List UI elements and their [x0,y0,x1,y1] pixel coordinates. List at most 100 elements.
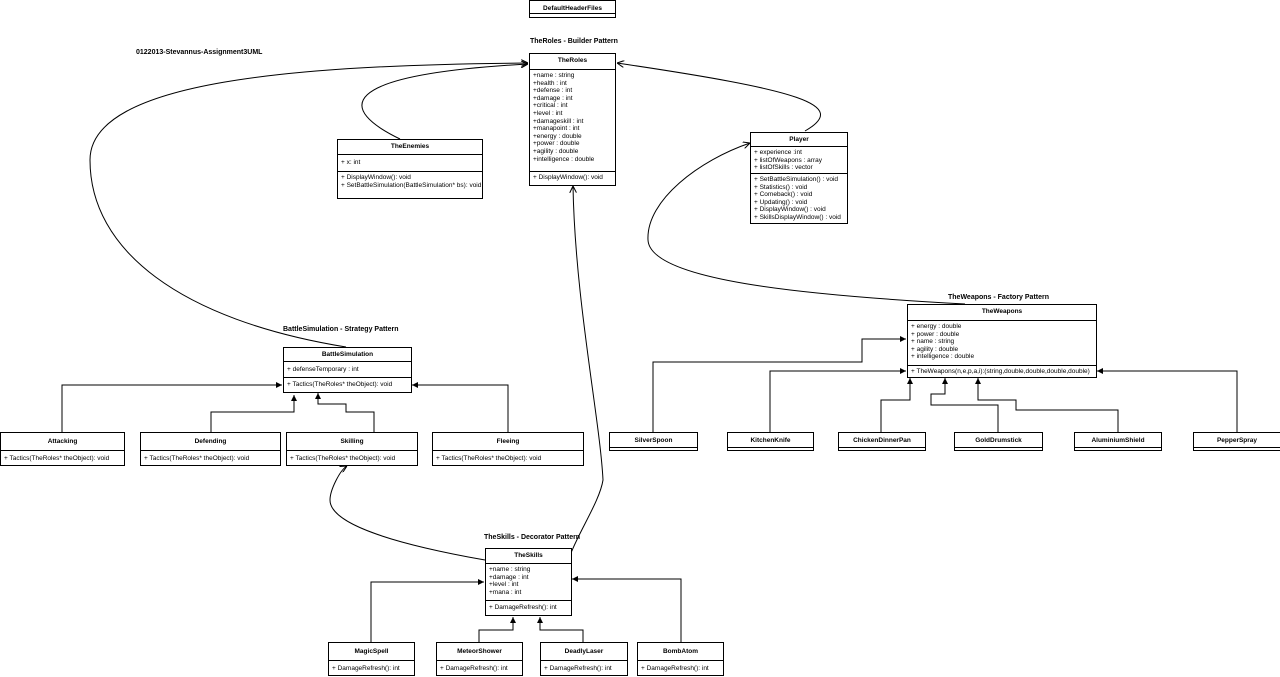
class-pepper-spray[interactable]: PepperSpray [1193,432,1280,451]
method: + DamageRefresh(): int [641,665,709,672]
class-name: TheSkills [486,549,571,564]
methods-section: + DamageRefresh(): int [638,661,723,675]
methods-section: + TheWeapons(n,e,p,a,i):(string,double,d… [908,366,1096,378]
class-name: AluminiumShield [1075,433,1161,448]
class-name: Player [751,133,847,147]
class-name: Skilling [287,433,417,451]
class-the-enemies[interactable]: TheEnemies + x: int + DisplayWindow(): v… [337,139,483,199]
roles-pattern-label: TheRoles - Builder Pattern [530,38,618,45]
class-name: Defending [141,433,280,451]
attribute: + x: int [341,159,361,166]
chickenpan-to-weapons [880,378,913,432]
attributes-section: +name : string +damage : int +level : in… [486,564,571,601]
methods-section: + DamageRefresh(): int [541,661,627,675]
methods-section: + DamageRefresh(): int [437,661,522,675]
attribute: +intelligence : double [533,155,595,163]
attribute: +level : int [533,109,563,117]
bombatom-to-skills [572,576,682,642]
player-to-roles-arrow [617,63,821,132]
attribute: +damageskill : int [533,117,584,125]
attribute: +defense : int [533,87,573,95]
class-kitchen-knife[interactable]: KitchenKnife [727,432,814,451]
battle-pattern-label: BattleSimulation - Strategy Pattern [283,326,399,333]
class-name: GoldDrumstick [955,433,1042,448]
attribute: +agility : double [533,147,579,155]
class-deadly-laser[interactable]: DeadlyLaser + DamageRefresh(): int [540,642,628,676]
method: + Tactics(TheRoles* theObject): void [436,455,542,462]
methods-section: + DamageRefresh(): int [486,601,571,614]
attribute: + name : string [911,338,955,346]
class-bomb-atom[interactable]: BombAtom + DamageRefresh(): int [637,642,724,676]
class-the-weapons[interactable]: TheWeapons + energy : double + power : d… [907,304,1097,378]
class-name: DeadlyLaser [541,643,627,661]
method: + Tactics(TheRoles* theObject): void [290,455,396,462]
class-silver-spoon[interactable]: SilverSpoon [609,432,698,451]
class-defending[interactable]: Defending + Tactics(TheRoles* theObject)… [140,432,281,466]
attribute: + listOfSkills : vector [754,164,813,172]
class-magic-spell[interactable]: MagicSpell + DamageRefresh(): int [328,642,415,676]
method: + DisplayWindow() : void [754,206,826,214]
class-meteor-shower[interactable]: MeteorShower + DamageRefresh(): int [436,642,523,676]
kitchenknife-to-weapons [769,368,906,432]
enemies-to-roles-arrow [361,64,528,140]
attribute: + agility : double [911,345,959,353]
methods-section: + Tactics(TheRoles* theObject): void [141,451,280,465]
default-header-files-box[interactable]: DefaultHeaderFiles [529,0,616,18]
methods-section: + DisplayWindow(): void + SetBattleSimul… [338,172,482,191]
attribute: +manapoint : int [533,125,580,133]
method: + DisplayWindow(): void [533,174,603,181]
class-name: SilverSpoon [610,433,697,448]
class-aluminium-shield[interactable]: AluminiumShield [1074,432,1162,451]
class-name: BattleSimulation [284,348,411,362]
methods-section: + Tactics(TheRoles* theObject): void [433,451,583,465]
attribute: + listOfWeapons : array [754,156,822,164]
class-battle-simulation[interactable]: BattleSimulation + defenseTemporary : in… [283,347,412,393]
class-the-roles[interactable]: TheRoles +name : string +health : int +d… [529,53,616,186]
defending-to-battle [210,395,297,432]
attribute: +health : int [533,79,567,87]
method: + DisplayWindow(): void [341,174,411,181]
attribute: +mana : int [489,588,522,596]
method: + Tactics(TheRoles* theObject): void [144,455,250,462]
attribute: + power : double [911,330,960,338]
class-name: ChickenDinnerPan [839,433,925,448]
methods-section: + DamageRefresh(): int [329,661,414,675]
attribute: +level : int [489,581,519,589]
class-name: MeteorShower [437,643,522,661]
class-name: BombAtom [638,643,723,661]
diagram-title: 0122013-Stevannus-Assignment3UML [136,49,263,56]
class-the-skills[interactable]: TheSkills +name : string +damage : int +… [485,548,572,616]
class-attacking[interactable]: Attacking + Tactics(TheRoles* theObject)… [0,432,125,466]
methods-section: + Tactics(TheRoles* theObject): void [1,451,124,465]
class-name: Attacking [1,433,124,451]
attribute: +critical : int [533,102,568,110]
attribute: +energy : double [533,132,582,140]
attributes-section: + x: int [338,155,482,172]
attributes-section: + experience :int + listOfWeapons : arra… [751,147,847,174]
attributes-section: + defenseTemporary : int [284,362,411,378]
class-fleeing[interactable]: Fleeing + Tactics(TheRoles* theObject): … [432,432,584,466]
method: + Updating() : void [754,198,808,206]
battle-to-roles-arrow [89,63,528,348]
class-name: PepperSpray [1194,433,1280,448]
weapons-pattern-label: TheWeapons - Factory Pattern [948,294,1050,301]
method: + SetBattleSimulation() : void [754,176,838,183]
magicspell-to-skills [370,579,484,642]
attribute: +name : string [489,566,531,573]
attribute: +name : string [533,72,575,79]
method: + SetBattleSimulation(BattleSimulation* … [341,181,482,189]
method: + Tactics(TheRoles* theObject): void [287,381,393,388]
attribute: + intelligence : double [911,353,975,361]
attacking-to-battle [61,382,282,432]
class-skilling[interactable]: Skilling + Tactics(TheRoles* theObject):… [286,432,418,466]
class-gold-drumstick[interactable]: GoldDrumstick [954,432,1043,451]
method: + Tactics(TheRoles* theObject): void [4,455,110,462]
class-player[interactable]: Player + experience :int + listOfWeapons… [750,132,848,224]
method: + Comeback() : void [754,191,813,199]
class-name: TheWeapons [908,305,1096,321]
skilling-to-battle [315,393,375,432]
class-chicken-dinner-pan[interactable]: ChickenDinnerPan [838,432,926,451]
pepperspray-to-weapons [1097,368,1238,432]
attributes-section: +name : string +health : int +defense : … [530,70,615,172]
method: + DamageRefresh(): int [489,604,557,611]
